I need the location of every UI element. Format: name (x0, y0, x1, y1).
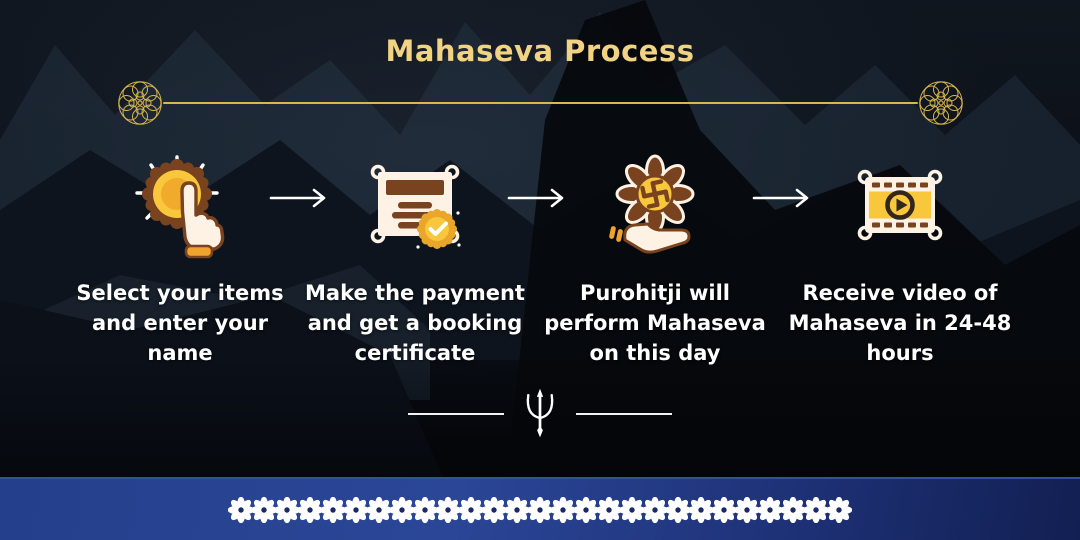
step-card-3: Purohitji will perform Mahaseva on this … (540, 150, 770, 368)
mandala-right-icon (919, 81, 963, 125)
flower-icon (826, 496, 852, 523)
step-card-2: Make the payment and get a booking certi… (300, 150, 530, 368)
ornament-divider (0, 80, 1080, 126)
flower-icon (665, 496, 691, 523)
footer-band (0, 477, 1080, 540)
divider-line-left (408, 413, 504, 415)
step-label-1: Select your items and enter your name (76, 281, 284, 365)
flower-icon (711, 496, 737, 523)
flower-icon (343, 496, 369, 523)
divider-line-right (576, 413, 672, 415)
step-label-3: Purohitji will perform Mahaseva on this … (544, 281, 766, 365)
page-title: Mahaseva Process (385, 34, 695, 68)
step-card-4: Receive video of Mahaseva in 24-48 hours (785, 150, 1015, 368)
offering-hand-icon (600, 150, 710, 260)
flower-icon (550, 496, 576, 523)
video-film-icon (845, 150, 955, 260)
certificate-icon (360, 150, 470, 260)
flower-icon (803, 496, 829, 523)
arrow-right-icon (269, 188, 326, 208)
tap-select-icon (125, 150, 235, 260)
flower-icon (320, 496, 346, 523)
trishul-icon (526, 388, 554, 438)
flower-icon (504, 496, 530, 523)
ornament-line (163, 102, 918, 104)
flower-icon (435, 496, 461, 523)
step-label-4: Receive video of Mahaseva in 24-48 hours (788, 281, 1012, 365)
trishul-divider (0, 388, 1080, 442)
flower-icon (642, 496, 668, 523)
arrow-right-icon (507, 188, 564, 208)
flower-icon (458, 496, 484, 523)
flower-icon (251, 496, 277, 523)
flower-icon (412, 496, 438, 523)
flower-icon (297, 496, 323, 523)
flower-icon (596, 496, 622, 523)
flower-icon (389, 496, 415, 523)
flower-icon (619, 496, 645, 523)
flower-icon (688, 496, 714, 523)
step-label-2: Make the payment and get a booking certi… (305, 281, 525, 365)
flower-icon (274, 496, 300, 523)
flower-icon (780, 496, 806, 523)
flower-icon (481, 496, 507, 523)
step-card-1: Select your items and enter your name (65, 150, 295, 368)
arrow-right-icon (752, 188, 809, 208)
flower-icon (734, 496, 760, 523)
flower-icon (228, 496, 254, 523)
flower-icon (527, 496, 553, 523)
flower-icon (573, 496, 599, 523)
flower-row (228, 496, 852, 523)
flower-icon (757, 496, 783, 523)
mandala-left-icon (118, 81, 162, 125)
flower-icon (366, 496, 392, 523)
